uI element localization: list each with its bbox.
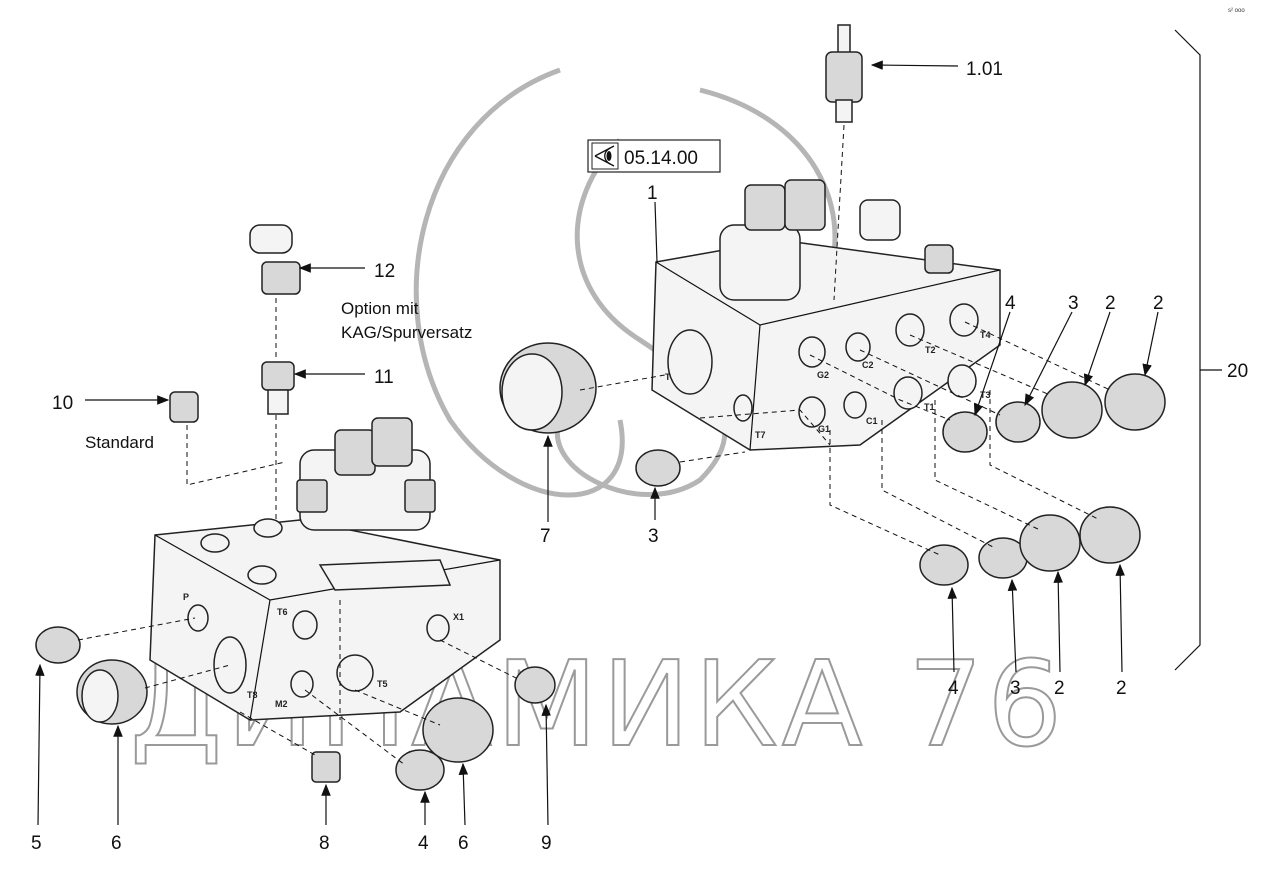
port-label: T6 bbox=[277, 607, 288, 617]
port-label: T4 bbox=[980, 330, 991, 340]
standard-note: Standard bbox=[85, 433, 154, 452]
port-label: X1 bbox=[453, 612, 464, 622]
callout-1: 1 bbox=[647, 183, 658, 204]
callout-9: 9 bbox=[541, 833, 552, 854]
callout-6: 6 bbox=[111, 833, 122, 854]
callout-3: 3 bbox=[1068, 293, 1079, 314]
corner-text: s² ooo bbox=[1228, 8, 1245, 14]
callout-20: 20 bbox=[1227, 361, 1248, 382]
port-label: P bbox=[183, 592, 189, 602]
reference-number: 05.14.00 bbox=[624, 148, 698, 169]
port-label: G2 bbox=[817, 370, 829, 380]
valve-block-right[interactable]: T T7 G2 C2 T2 T4 G1 C1 T1 T3 bbox=[651, 179, 1001, 451]
port-label: G1 bbox=[818, 424, 830, 434]
dashed-leaders bbox=[77, 298, 1111, 766]
port-label: T2 bbox=[925, 345, 936, 355]
callout-3: 3 bbox=[1010, 678, 1021, 699]
pressure-switch-part[interactable] bbox=[825, 24, 863, 123]
callout-4: 4 bbox=[418, 833, 429, 854]
port-label: T bbox=[665, 372, 671, 382]
port-label: T5 bbox=[377, 679, 388, 689]
callout-1-01: 1.01 bbox=[966, 59, 1003, 80]
reference-box[interactable]: 05.14.00 bbox=[587, 139, 721, 173]
callout-leaders bbox=[35, 29, 1222, 826]
valve-block-left[interactable]: P T6 X1 T8 M2 T5 bbox=[149, 417, 501, 721]
port-label: T1 bbox=[924, 402, 935, 412]
callout-4: 4 bbox=[1005, 293, 1016, 314]
port-label: T3 bbox=[980, 390, 991, 400]
callout-5: 5 bbox=[31, 833, 42, 854]
callout-4: 4 bbox=[948, 678, 959, 699]
port-label: C2 bbox=[862, 360, 874, 370]
callout-12: 12 bbox=[374, 261, 395, 282]
port-label: C1 bbox=[866, 416, 878, 426]
port-label: M2 bbox=[275, 699, 288, 709]
callout-6: 6 bbox=[458, 833, 469, 854]
callout-8: 8 bbox=[319, 833, 330, 854]
callout-2: 2 bbox=[1054, 678, 1065, 699]
fittings bbox=[35, 224, 1166, 791]
callout-3: 3 bbox=[648, 526, 659, 547]
callout-2: 2 bbox=[1153, 293, 1164, 314]
eye-view-icon bbox=[594, 145, 615, 167]
option-note-line1: Option mit bbox=[341, 299, 419, 318]
callout-11: 11 bbox=[374, 367, 394, 388]
callout-7: 7 bbox=[540, 526, 551, 547]
callout-2: 2 bbox=[1105, 293, 1116, 314]
callout-10: 10 bbox=[52, 393, 73, 414]
callout-2: 2 bbox=[1116, 678, 1127, 699]
port-label: T7 bbox=[755, 430, 766, 440]
option-note-line2: KAG/Spurversatz bbox=[341, 323, 472, 342]
port-label: T8 bbox=[247, 690, 258, 700]
